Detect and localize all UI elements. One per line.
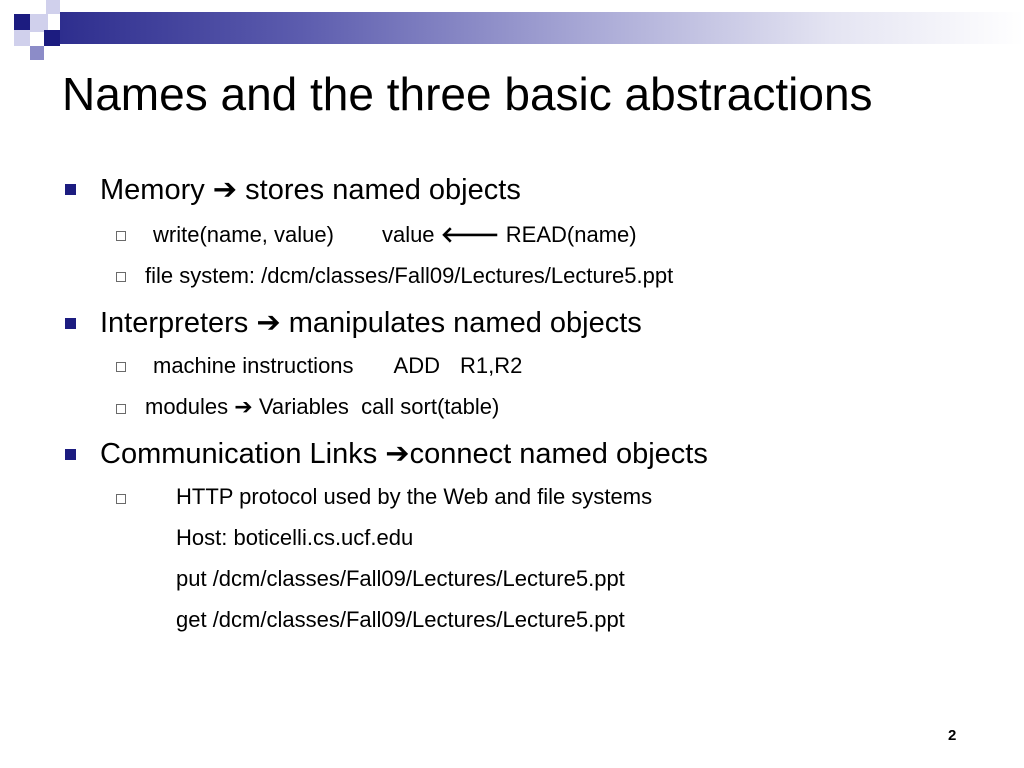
corner-square-decoration (44, 30, 60, 46)
hollow-square-bullet-icon (116, 362, 126, 372)
communication-sub-host: Host: boticelli.cs.ucf.edu (176, 525, 414, 550)
right-arrow-icon: ➔ (212, 172, 238, 206)
communication-sub-http: HTTP protocol used by the Web and file s… (176, 484, 653, 509)
bullet-interpreters-label: Interpreters (100, 307, 249, 339)
hollow-square-bullet-icon (116, 272, 126, 282)
bullet-interpreters-description: manipulates named objects (288, 307, 642, 339)
communication-sub-put: put /dcm/classes/Fall09/Lectures/Lecture… (176, 566, 625, 591)
bullet-memory-label: Memory (100, 174, 205, 206)
memory-sub-file-system: file system: /dcm/classes/Fall09/Lecture… (145, 263, 674, 288)
modules-text: modules (145, 394, 229, 419)
right-arrow-icon: ➔ (234, 395, 253, 420)
corner-square-decoration (14, 14, 30, 30)
add-opcode-text: ADD (393, 353, 440, 378)
bullet-communication-links: Communication Links ➔connect named objec… (100, 435, 708, 472)
bullet-communication-description: connect named objects (409, 438, 708, 470)
communication-sub-get: get /dcm/classes/Fall09/Lectures/Lecture… (176, 607, 625, 632)
left-arrow-icon: 🡐 (440, 223, 500, 248)
read-call-text: READ(name) (505, 222, 637, 247)
bullet-square-icon (65, 318, 76, 329)
memory-sub-write-read: write(name, value) value 🡐 READ(name) (153, 221, 637, 250)
registers-text: R1,R2 (460, 353, 523, 378)
bullet-interpreters: Interpreters ➔ manipulates named objects (100, 304, 642, 341)
corner-square-decoration (30, 46, 44, 60)
corner-square-decoration (30, 14, 48, 32)
hollow-square-bullet-icon (116, 231, 126, 241)
bullet-square-icon (65, 184, 76, 195)
right-arrow-icon: ➔ (256, 305, 281, 339)
hollow-square-bullet-icon (116, 494, 126, 504)
bullet-memory-description: stores named objects (245, 174, 521, 206)
write-call-text: write(name, value) (153, 222, 334, 247)
bullet-communication-label: Communication Links (100, 438, 378, 470)
slide-title: Names and the three basic abstractions (62, 68, 873, 120)
page-number: 2 (948, 727, 957, 744)
interpreters-sub-modules: modules ➔ Variables call sort(table) (145, 393, 499, 422)
bullet-square-icon (65, 449, 76, 460)
bullet-memory: Memory ➔ stores named objects (100, 171, 521, 208)
value-text: value (381, 222, 435, 247)
corner-square-decoration (14, 30, 30, 46)
interpreters-sub-machine-instructions: machine instructions ADD R1,R2 (153, 352, 522, 380)
variables-call-text: Variables call sort(table) (258, 394, 500, 419)
hollow-square-bullet-icon (116, 404, 126, 414)
corner-square-decoration (46, 0, 60, 14)
right-arrow-icon: ➔ (385, 436, 410, 470)
header-gradient-bar (60, 12, 1024, 44)
machine-instructions-text: machine instructions (153, 353, 354, 378)
